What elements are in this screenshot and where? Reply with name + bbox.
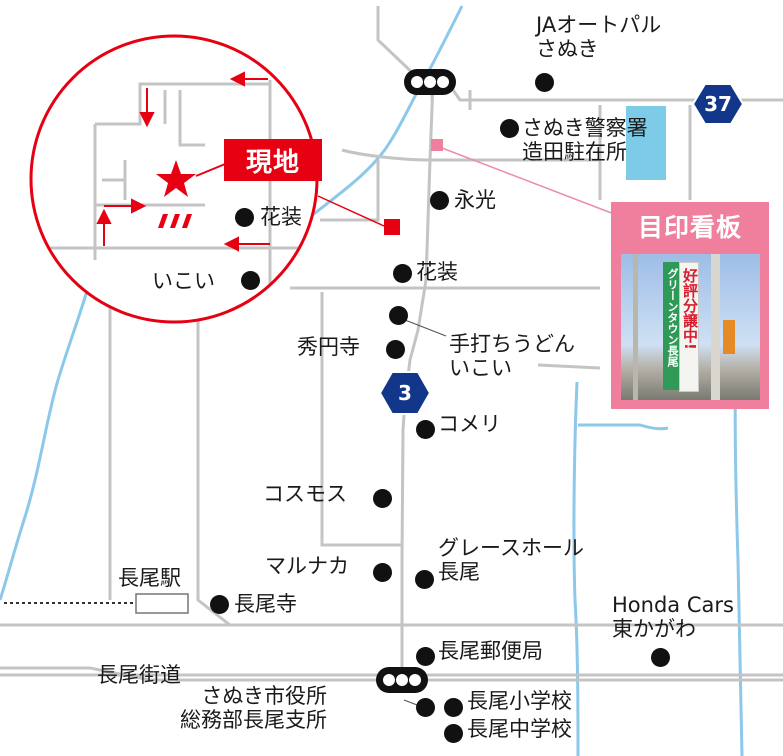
route-37-number: 37 [704,92,732,116]
ja-auto-pal-label: JAオートパル さぬき [536,13,662,61]
photo-pole [711,254,720,400]
sign-photo: グリーンタウン長尾 好評分譲中! [621,254,760,400]
cosmos-label: コスモス [263,482,347,506]
photo-utility-post [633,254,638,400]
nagaoji-dot[interactable] [210,595,229,614]
city-office-label: さぬき市役所 総務部長尾支所 [180,684,327,732]
komeri-dot[interactable] [416,420,435,439]
route-3-shield: 3 [378,370,432,416]
kaso-label: 花装 [416,260,458,284]
inset-connector [317,195,385,227]
road-network [0,6,783,682]
route-37-shield: 37 [691,82,745,126]
grace-hall-dot[interactable] [415,570,434,589]
nagao-kaido-label: 長尾街道 [97,663,181,687]
udon-ikoi-dot[interactable] [389,306,408,325]
entrance-stripes [158,214,192,228]
rivers [0,5,744,756]
photo-green-board [663,262,679,390]
eiko-dot[interactable] [430,191,449,210]
photo-white-board [679,262,699,392]
route-3-number: 3 [398,381,412,405]
marunaka-dot[interactable] [373,563,392,582]
elementary-dot[interactable] [444,698,463,717]
nagao-station-building [135,593,189,614]
nagaoji-label: 長尾寺 [234,592,297,616]
eiko-label: 永光 [454,188,496,212]
photo-red-text: 好評分譲中! [681,268,699,350]
marunaka-label: マルナカ [265,554,349,578]
photo-green-text: グリーンタウン長尾 [666,268,679,367]
photo-box [723,320,735,354]
traffic-light-north [404,69,456,95]
traffic-light-south [376,667,428,693]
kaso-inset-label: 花装 [260,205,302,229]
shuenji-label: 秀円寺 [297,335,360,359]
police-dot[interactable] [500,119,519,138]
sign-title: 目印看板 [637,213,742,242]
kaso-inset-dot[interactable] [235,208,254,227]
inset-map [31,71,317,322]
junior-high-dot[interactable] [444,724,463,743]
udon-leader-line [404,319,447,337]
cosmos-dot[interactable] [373,489,392,508]
nagao-station-label: 長尾駅 [118,566,181,590]
sign-location-marker[interactable] [431,139,443,151]
site-star-icon [156,160,196,197]
landmark-sign-panel[interactable]: 目印看板 グリーンタウン長尾 好評分譲中! [611,202,769,409]
post-office-label: 長尾郵便局 [438,639,543,663]
elementary-label: 長尾小学校 [467,689,572,713]
ikoi-inset-dot[interactable] [241,271,260,290]
udon-ikoi-label: 手打ちうどん いこい [449,332,575,380]
kaso-dot[interactable] [393,264,412,283]
sign-connector [441,147,615,215]
shuenji-dot[interactable] [386,340,405,359]
police-label: さぬき警察署 造田駐在所 [522,116,648,164]
honda-cars-label: Honda Cars 東かがわ [612,593,734,641]
site-marker[interactable] [384,219,400,235]
komeri-label: コメリ [438,412,501,436]
ikoi-inset-label: いこい [152,269,215,293]
grace-hall-label: グレースホール 長尾 [438,536,584,584]
city-office-dot[interactable] [416,698,435,717]
site-badge: 現地 [224,139,322,181]
post-office-dot[interactable] [416,647,435,666]
ja-auto-pal-dot[interactable] [535,73,554,92]
junior-high-label: 長尾中学校 [467,717,572,741]
honda-cars-dot[interactable] [651,648,670,667]
police-block [626,106,666,180]
